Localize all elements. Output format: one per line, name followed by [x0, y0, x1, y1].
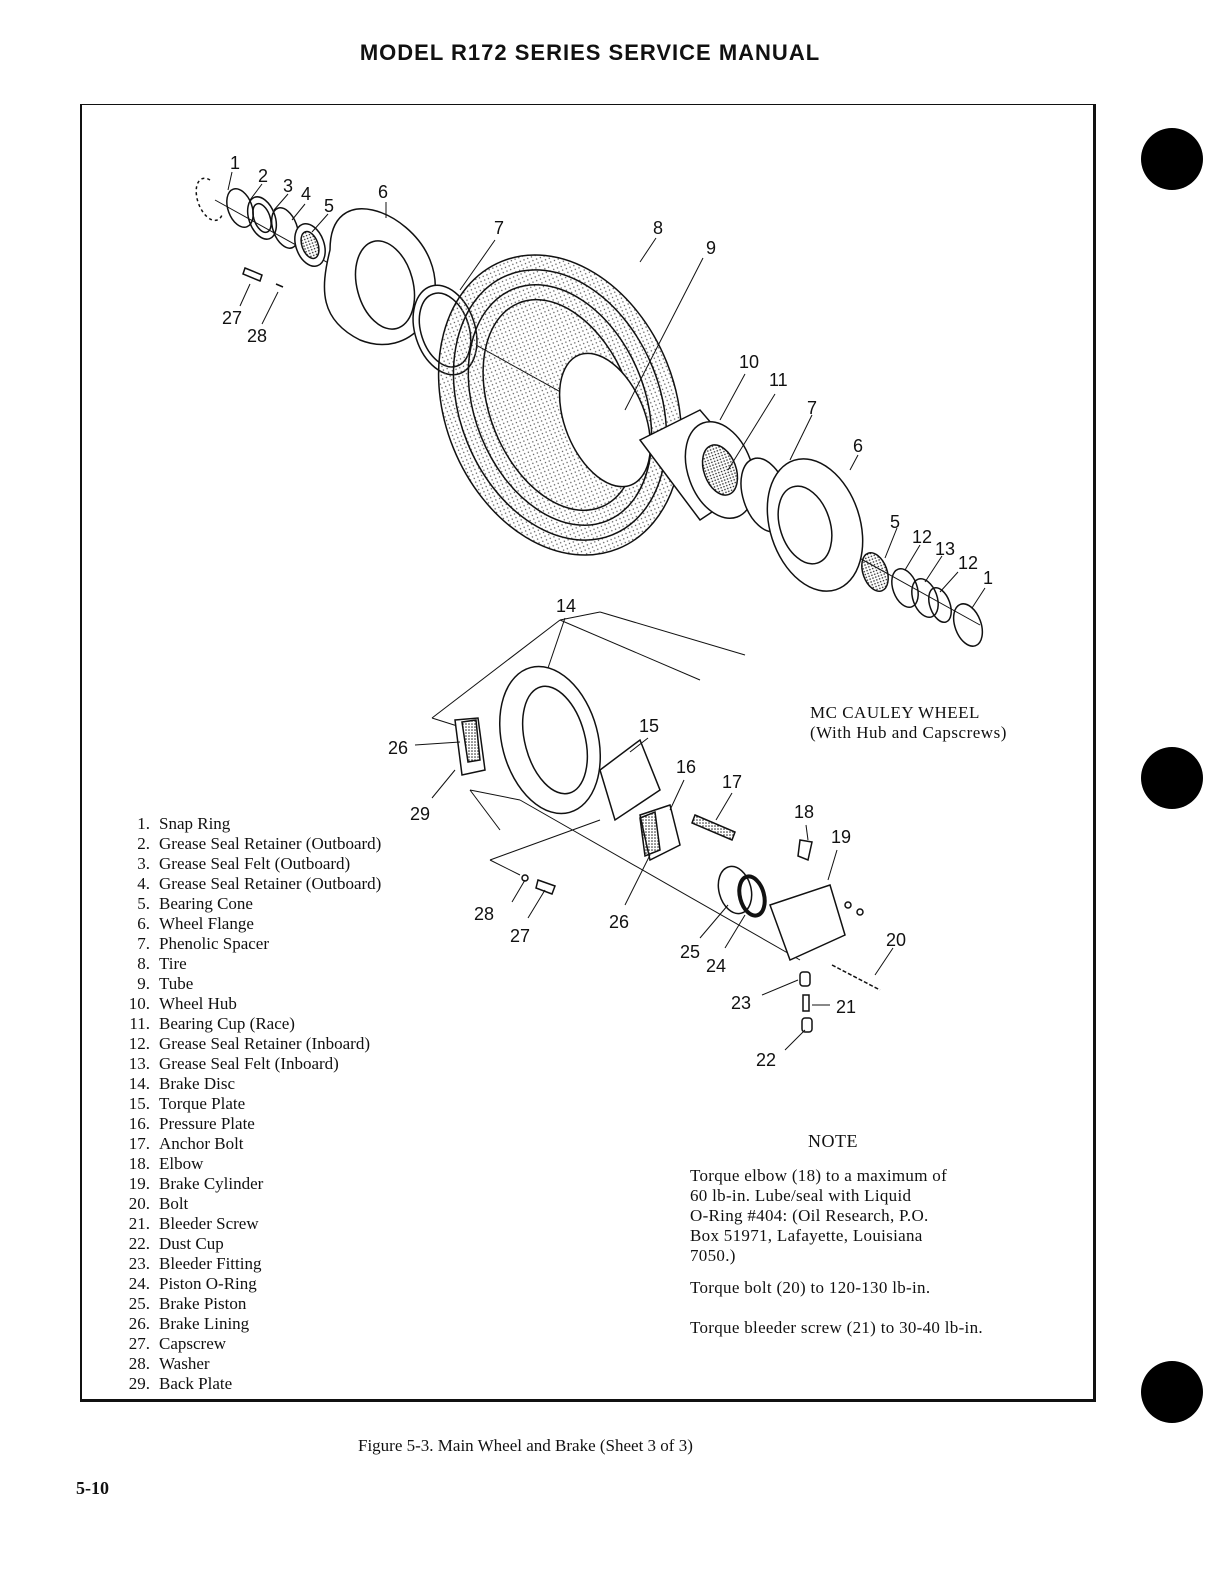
callout-12-a: 12	[912, 527, 933, 547]
legend-item: 5.Bearing Cone	[137, 894, 253, 913]
punch-hole-middle	[1141, 747, 1203, 809]
callout-26-lower: 26	[609, 912, 630, 932]
legend-item: 1.Snap Ring	[137, 814, 231, 833]
wheel-hub	[638, 409, 762, 522]
callout-10: 10	[739, 352, 760, 372]
legend-item: 20.Bolt	[128, 1194, 189, 1213]
legend-item: 24.Piston O-Ring	[128, 1274, 257, 1293]
snap-ring-outboard	[195, 177, 223, 222]
legend-item: 18.Elbow	[128, 1154, 204, 1173]
legend-item: 22.Dust Cup	[128, 1234, 224, 1253]
legend-item: 10.Wheel Hub	[128, 994, 237, 1013]
note-bolt-torque: Torque bolt (20) to 120-130 lb-in.	[690, 1278, 931, 1297]
legend-item: 7.Phenolic Spacer	[137, 934, 269, 953]
legend-item: 13.Grease Seal Felt (Inboard)	[128, 1054, 339, 1073]
wheel-caption-subtitle: (With Hub and Capscrews)	[810, 723, 1007, 742]
wheel-caption: MC CAULEY WHEEL (With Hub and Capscrews)	[810, 703, 1007, 743]
callout-21: 21	[836, 997, 857, 1017]
callout-27-lower: 27	[510, 926, 531, 946]
callout-26-upper: 26	[388, 738, 409, 758]
legend-item: 4.Grease Seal Retainer (Outboard)	[137, 874, 382, 893]
callout-3: 3	[283, 176, 294, 196]
legend-item: 16.Pressure Plate	[128, 1114, 255, 1133]
callout-11: 11	[769, 370, 788, 390]
manual-header: MODEL R172 SERIES SERVICE MANUAL	[359, 40, 821, 65]
legend-item: 19.Brake Cylinder	[128, 1174, 264, 1193]
callout-27-outboard: 27	[222, 308, 243, 328]
callout-1-outboard: 1	[230, 153, 241, 173]
legend-item: 29.Back Plate	[128, 1374, 233, 1393]
callout-28-lower: 28	[474, 904, 495, 924]
callout-22: 22	[756, 1050, 777, 1070]
punch-hole-bottom	[1141, 1361, 1203, 1423]
legend-item: 6.Wheel Flange	[137, 914, 254, 933]
wheel-caption-title: MC CAULEY WHEEL	[810, 703, 980, 722]
torque-plate	[599, 738, 661, 822]
figure-frame	[80, 104, 1096, 1402]
legend-item: 26.Brake Lining	[128, 1314, 250, 1333]
legend-item: 25.Brake Piston	[128, 1294, 247, 1313]
callout-7-inboard: 7	[807, 398, 818, 418]
callout-4: 4	[301, 184, 312, 204]
parts-legend: 1.Snap Ring 2.Grease Seal Retainer (Outb…	[104, 814, 382, 1394]
tire	[437, 254, 683, 556]
legend-item: 15.Torque Plate	[128, 1094, 246, 1113]
note-elbow-torque: Torque elbow (18) to a maximum of 60 lb-…	[690, 1166, 948, 1265]
legend-item: 12.Grease Seal Retainer (Inboard)	[128, 1034, 370, 1053]
callout-5-outboard: 5	[324, 196, 335, 216]
legend-item: 9.Tube	[137, 974, 194, 993]
elbow	[797, 839, 813, 862]
note-heading: NOTE	[808, 1131, 858, 1151]
piston-o-ring	[737, 874, 767, 918]
legend-item: 2.Grease Seal Retainer (Outboard)	[137, 834, 382, 853]
legend-item: 14.Brake Disc	[128, 1074, 236, 1093]
callout-14: 14	[556, 596, 577, 616]
bearing-cone-outboard	[294, 223, 326, 267]
legend-item: 17.Anchor Bolt	[128, 1134, 244, 1153]
punch-hole-top	[1141, 128, 1203, 190]
callout-13: 13	[935, 539, 956, 559]
callout-1-inboard: 1	[983, 568, 994, 588]
legend-item: 28.Washer	[128, 1354, 210, 1373]
callout-17: 17	[722, 772, 743, 792]
legend-item: 3.Grease Seal Felt (Outboard)	[137, 854, 351, 873]
callout-16: 16	[676, 757, 697, 777]
callout-7-outboard: 7	[494, 218, 505, 238]
anchor-bolt	[691, 814, 736, 841]
callout-19: 19	[831, 827, 852, 847]
legend-item: 27.Capscrew	[128, 1334, 227, 1353]
brake-cylinder	[769, 884, 846, 962]
callout-12-b: 12	[958, 553, 979, 573]
figure-caption: Figure 5-3. Main Wheel and Brake (Sheet …	[358, 1436, 693, 1455]
legend-item: 11.Bearing Cup (Race)	[129, 1014, 295, 1033]
callout-29: 29	[410, 804, 431, 824]
callout-25: 25	[680, 942, 701, 962]
seal-retainers-outboard	[226, 188, 300, 249]
callout-23: 23	[731, 993, 752, 1013]
callout-24: 24	[706, 956, 727, 976]
back-plate	[454, 717, 486, 776]
callout-5-inboard: 5	[890, 512, 901, 532]
callout-28-outboard: 28	[247, 326, 268, 346]
callout-2: 2	[258, 166, 269, 186]
callout-20: 20	[886, 930, 907, 950]
callout-6-inboard: 6	[853, 436, 864, 456]
legend-item: 21.Bleeder Screw	[128, 1214, 259, 1233]
wheel-flange-inboard	[766, 458, 864, 592]
callout-9: 9	[706, 238, 717, 258]
note-bleeder-torque: Torque bleeder screw (21) to 30-40 lb-in…	[690, 1318, 983, 1337]
legend-item: 23.Bleeder Fitting	[128, 1254, 262, 1273]
legend-item: 8.Tire	[137, 954, 187, 973]
callout-18: 18	[794, 802, 815, 822]
callout-6-outboard: 6	[378, 182, 389, 202]
page-number: 5-10	[76, 1478, 109, 1498]
callout-15: 15	[639, 716, 660, 736]
callout-8: 8	[653, 218, 664, 238]
brake-piston	[717, 865, 753, 915]
brake-disc	[498, 665, 602, 815]
